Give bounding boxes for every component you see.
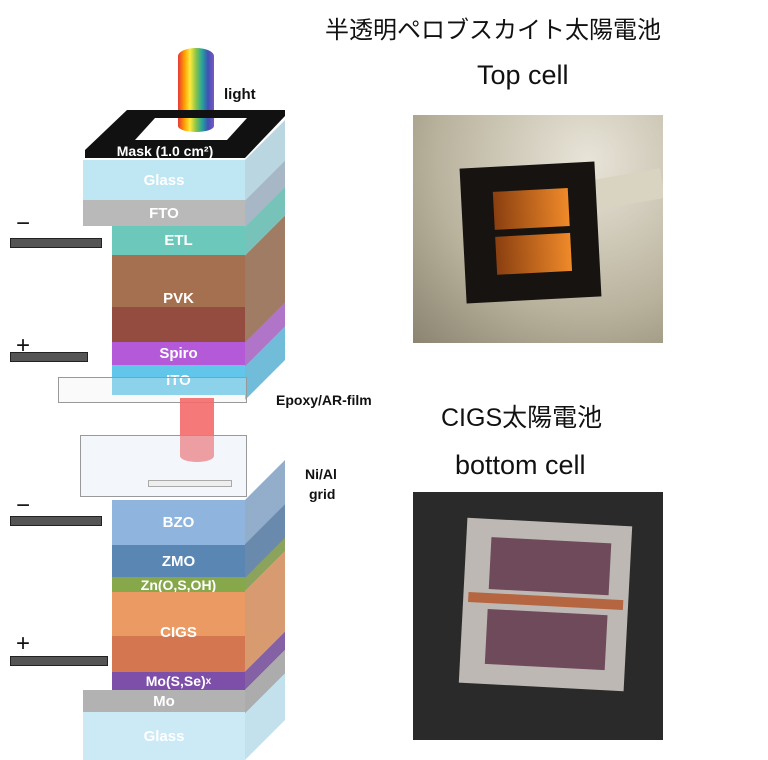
bottom-cell-title-en: bottom cell: [455, 450, 586, 480]
layer-glass-top: Glass: [83, 160, 245, 200]
layer-zmo: ZMO: [112, 545, 245, 577]
layer-cigs: CIGS: [112, 592, 245, 672]
epoxy-film: [58, 377, 247, 403]
light-beam-tip: [178, 118, 214, 132]
active-area: [495, 232, 573, 275]
layer-spiro: Spiro: [112, 342, 245, 365]
cell-area: [484, 608, 608, 671]
layer-pvk: PVK: [112, 255, 245, 342]
electrode-top-plus: [10, 352, 88, 362]
top-cell-photo: [413, 115, 663, 343]
active-area: [492, 187, 570, 230]
red-beam: [180, 398, 214, 462]
plus-sign-top: +: [16, 332, 31, 359]
top-stack-side: [245, 120, 285, 400]
mosse-label: Mo(S,Se): [145, 673, 206, 689]
cell-area: [488, 537, 612, 596]
layer-glass-bottom: Glass: [83, 712, 245, 760]
layer-mo-s-se-x: Mo(S,Se)x: [112, 672, 245, 690]
grid-label-1: Ni/Al: [305, 466, 337, 482]
ni-al-grid-box: [80, 435, 247, 497]
light-label: light: [224, 86, 256, 103]
bottom-cell-device: [458, 517, 633, 692]
layer-ito: ITO: [112, 365, 245, 395]
layer-fto: FTO: [83, 200, 245, 226]
top-cell-title-en: Top cell: [477, 60, 569, 90]
bottom-cell-title-jp: CIGS太陽電池: [441, 404, 603, 432]
layer-bzo: BZO: [112, 500, 245, 545]
top-cell-title-jp: 半透明ペロブスカイト太陽電池: [325, 16, 661, 44]
layer-mo: Mo: [83, 690, 245, 712]
plus-sign-bottom: +: [16, 630, 31, 657]
minus-sign-bottom: −: [16, 492, 31, 519]
bottom-stack-side: [245, 460, 285, 760]
layer-etl: ETL: [112, 226, 245, 255]
layer-zn-o-s-oh: Zn(O,S,OH): [112, 577, 245, 593]
grid-finger: [148, 480, 232, 487]
electrode-bottom-plus: [10, 656, 108, 666]
bottom-cell-photo: [413, 492, 663, 740]
top-cell-device: [459, 161, 602, 304]
mosse-subscript: x: [205, 675, 212, 687]
epoxy-label: Epoxy/AR-film: [276, 392, 372, 408]
minus-sign-top: −: [16, 210, 31, 237]
electrode-bottom-minus: [10, 516, 102, 526]
grid-label-2: grid: [309, 486, 336, 502]
electrode-top-minus: [10, 238, 102, 248]
mask-label: Mask (1.0 cm²): [116, 143, 214, 159]
